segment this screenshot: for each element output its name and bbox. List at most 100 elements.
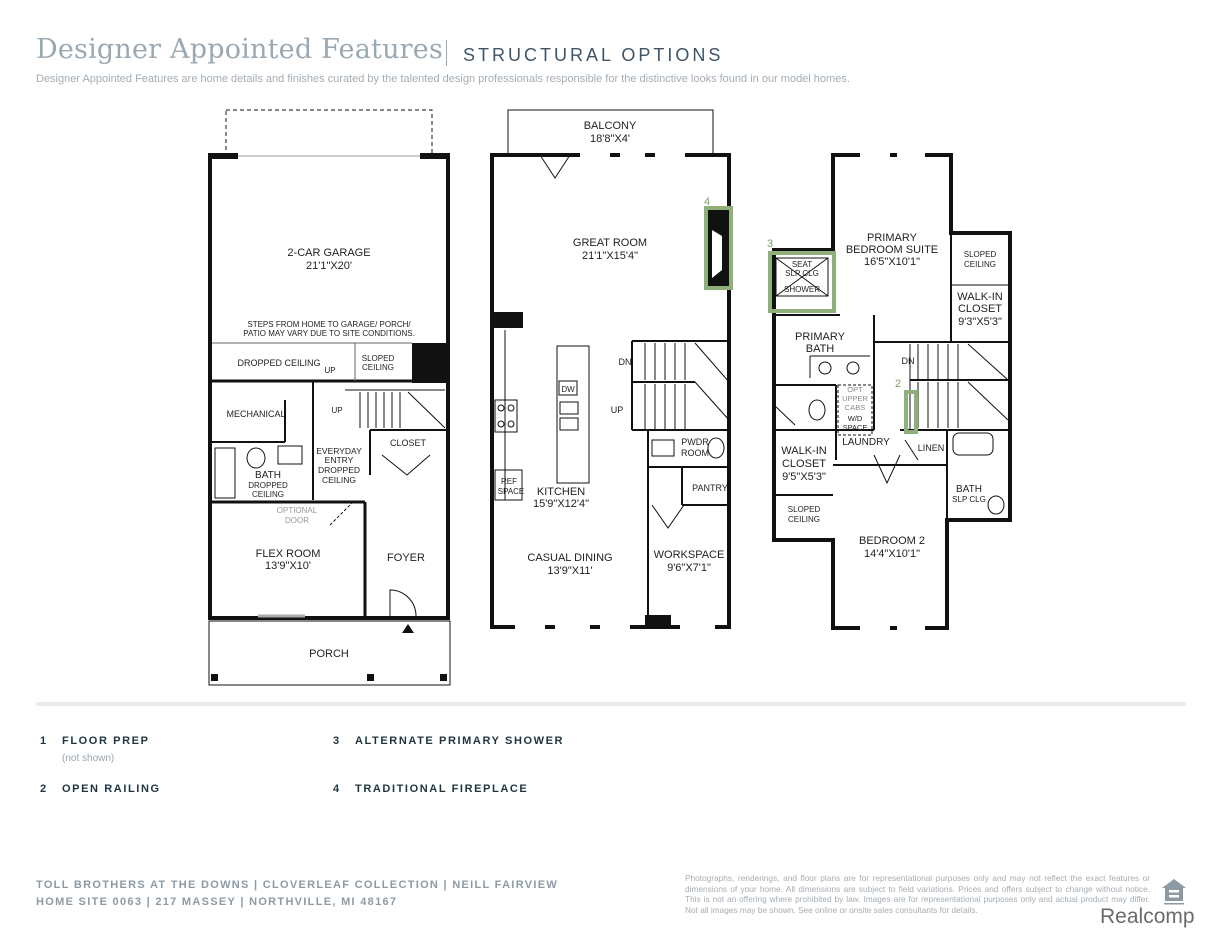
garage-dim: 21'1"X20' [306,260,352,272]
third-floor-labels: PRIMARY BEDROOM SUITE 16'5"X10'1" SLOPED… [781,232,1002,560]
legend-note: (not shown) [62,753,115,764]
primary-bath-label: BATH [806,343,835,355]
opt-cabs-label: CABS [845,403,865,412]
walk-in-closet-dim: 9'3"X5'3" [958,316,1002,328]
ref-space-label: REF [501,477,517,486]
kitchen-label: KITCHEN [537,486,585,498]
garage-apron [225,109,433,156]
sloped-ceiling-label: CEILING [788,515,820,524]
first-floor-outline [208,153,450,620]
stairs-down-label: DN [902,356,915,366]
opt-cabs-label: OPT [847,385,863,394]
bath-label: BATH [255,470,281,481]
balcony-label: BALCONY [584,120,637,132]
kitchen-dim: 15'9"X12'4" [533,498,589,510]
laundry-label: LAUNDRY [842,437,890,448]
page-header: Designer Appointed Features STRUCTURAL O… [36,34,1186,70]
title-divider [446,40,447,66]
everyday-entry-label: DROPPED [318,465,360,475]
flex-room-dim: 13'9"X10' [265,560,311,572]
everyday-entry-label: ENTRY [325,455,354,465]
legend-label: OPEN RAILING [62,783,161,795]
sloped-ceiling-label: SLOPED [964,250,997,259]
casual-dining-label: CASUAL DINING [527,552,612,564]
fireplace-highlight [704,206,733,290]
balcony-dim: 18'8"X4' [590,133,630,145]
porch-outline [208,620,451,686]
kitchen-island [556,345,590,484]
legend-number: 2 [40,783,48,795]
shower-slp-label: SLP CLG [785,269,819,278]
section-divider [36,702,1186,706]
bedroom-2-label: BEDROOM 2 [859,535,925,547]
ref-space-label: SPACE [498,487,525,496]
stairs-up-label: UP [331,406,342,415]
page-tagline: Designer Appointed Features are home det… [36,73,850,85]
page-subtitle: STRUCTURAL OPTIONS [463,45,724,65]
primary-bedroom-dim: 16'5"X10'1" [864,256,920,268]
sloped-ceiling-label: CEILING [964,260,996,269]
first-floor-stairs [359,391,446,429]
optional-door-label: DOOR [285,516,309,525]
walk-in-closet-2-dim: 9'5"X5'3" [782,471,826,483]
stairs-up-label: UP [611,405,624,415]
watermark: Realcomp [1100,905,1195,928]
flex-room-label: FLEX ROOM [256,548,321,560]
dishwasher-label: DW [561,385,575,394]
great-room-dim: 21'1"X15'4" [582,250,638,262]
wd-space-label: SPACE [843,423,868,432]
footer-homesite: HOME SITE 0063 | 217 MASSEY | NORTHVILLE… [36,896,398,908]
walk-in-closet-2-label: WALK-IN [781,445,826,457]
legend-item: 2 OPEN RAILING [40,783,161,795]
powder-room-label: ROOM [681,448,709,458]
bedroom-2-dim: 14'4"X10'1" [864,548,920,560]
second-floor-stairs [644,342,730,430]
legend-item: 4 TRADITIONAL FIREPLACE [333,783,528,795]
walk-in-closet-label: CLOSET [958,303,1002,315]
legend-number: 3 [333,735,341,747]
steps-note: PATIO MAY VARY DUE TO SITE CONDITIONS. [243,329,415,338]
marker-4: 4 [704,196,710,208]
marker-3: 3 [767,238,773,250]
garage-label: 2-CAR GARAGE [287,247,370,259]
legend-label: TRADITIONAL FIREPLACE [355,783,529,795]
everyday-entry-label: EVERYDAY [316,446,362,456]
primary-bath-label: PRIMARY [795,331,846,343]
legend-number: 4 [333,783,341,795]
garage-column [412,343,448,383]
workspace-dim: 9'6"X7'1" [667,562,711,574]
second-floor-plan [490,109,733,629]
powder-room-label: PWDR [681,437,709,447]
bath-2-slp-label: SLP CLG [952,495,986,504]
walk-in-closet-2-label: CLOSET [782,458,826,470]
legend-label: FLOOR PREP [62,735,150,747]
bath-ceiling-label: CEILING [252,490,284,499]
sloped-ceiling-label: SLOPED [362,354,395,363]
first-floor-labels: 2-CAR GARAGE 21'1"X20' STEPS FROM HOME T… [226,247,426,660]
bath-ceiling-label: DROPPED [248,481,288,490]
sloped-ceiling-label: SLOPED [788,505,821,514]
porch-label: PORCH [309,648,349,660]
legend-number: 1 [40,735,48,747]
casual-dining-dim: 13'9"X11' [547,565,592,577]
closet-label: CLOSET [390,438,427,448]
stairs-down-label: DN [619,357,632,367]
railing-highlight [904,390,918,434]
wd-space-label: W/D [848,414,863,423]
mechanical-label: MECHANICAL [226,409,285,419]
shower-label: SHOWER [784,285,820,294]
legend-item: 1 FLOOR PREP [40,735,150,747]
everyday-entry-label: CEILING [322,475,356,485]
third-floor-stairs [917,343,1009,428]
footer-community: TOLL BROTHERS AT THE DOWNS | CLOVERLEAF … [36,879,559,891]
laundry-opt-space [837,384,873,436]
equal-housing-icon [1162,879,1186,905]
great-room-label: GREAT ROOM [573,237,647,249]
first-floor-tub [214,447,236,499]
primary-bedroom-label: PRIMARY [867,232,918,244]
shower-seat-label: SEAT [792,260,812,269]
bath-2-label: BATH [956,484,982,495]
first-floor-plan [208,109,451,686]
marker-2: 2 [895,378,901,390]
